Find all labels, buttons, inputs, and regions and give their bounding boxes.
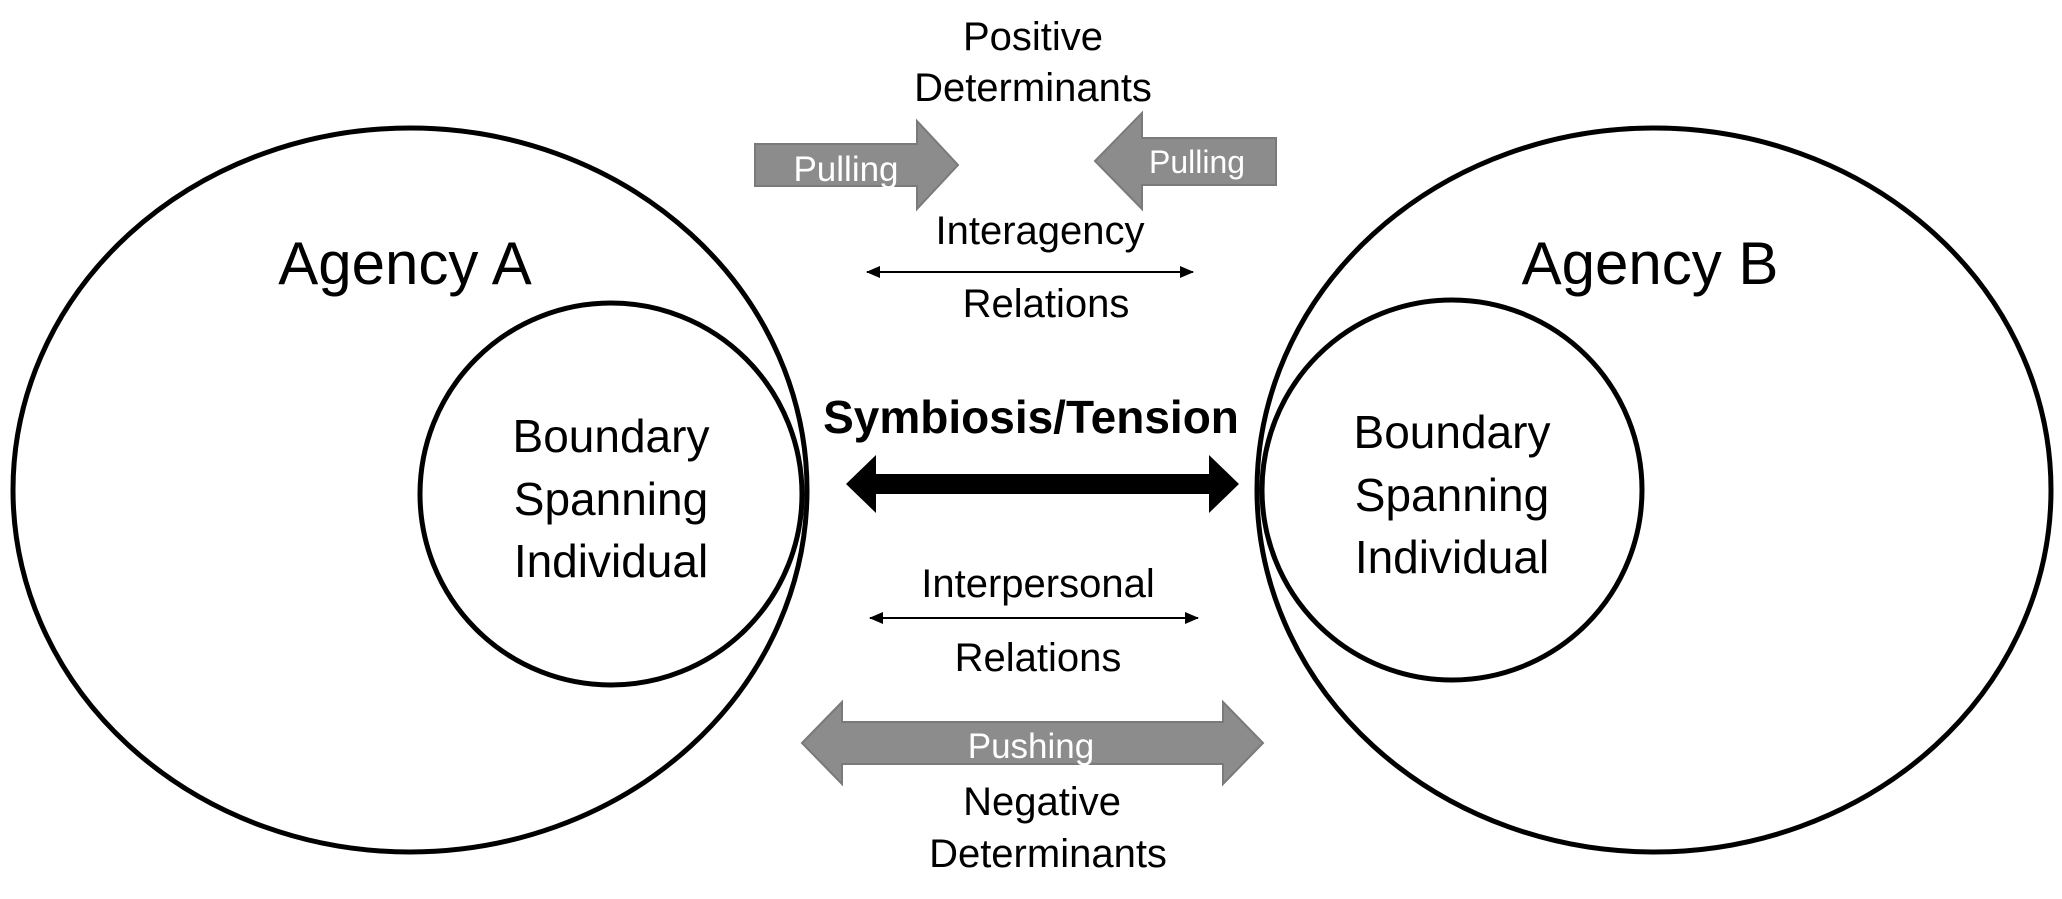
positive-determinants-line-2: Determinants — [914, 66, 1152, 110]
agency-b-ellipse — [1254, 125, 2054, 855]
pulling-right-arrow — [754, 118, 960, 212]
negative-determinants-line-1: Negative — [963, 780, 1121, 824]
agency-a-title: Agency A — [278, 230, 532, 297]
positive-determinants-line-1: Positive — [963, 15, 1103, 59]
symbiosis-tension-arrow — [846, 455, 1239, 513]
agency-b-inner-line-1: Boundary — [1354, 406, 1551, 458]
interpersonal-label: Interpersonal — [921, 562, 1154, 606]
agency-b-inner-line-2: Spanning — [1355, 469, 1549, 521]
agency-a-inner-line-1: Boundary — [513, 410, 710, 462]
agency-b-inner-line-3: Individual — [1355, 531, 1549, 583]
agency-a-inner-line-3: Individual — [514, 535, 708, 587]
agency-a-inner-line-2: Spanning — [514, 473, 708, 525]
relations-label-top: Relations — [963, 282, 1130, 326]
pulling-left-label: Pulling — [793, 150, 898, 189]
pulling-right-label: Pulling — [1149, 144, 1245, 180]
symbiosis-tension-label: Symbiosis/Tension — [823, 391, 1239, 443]
pulling-left-arrow — [1093, 110, 1277, 212]
relations-label-bottom: Relations — [955, 636, 1122, 680]
pushing-label: Pushing — [968, 727, 1094, 766]
negative-determinants-line-2: Determinants — [929, 832, 1167, 876]
agency-a-inner-circle — [417, 300, 805, 688]
agency-a-ellipse — [10, 125, 810, 855]
agency-b-title: Agency B — [1522, 230, 1779, 297]
pushing-double-arrow — [800, 699, 1265, 787]
agency-b-inner-circle — [1259, 297, 1645, 683]
interagency-label: Interagency — [935, 209, 1144, 253]
